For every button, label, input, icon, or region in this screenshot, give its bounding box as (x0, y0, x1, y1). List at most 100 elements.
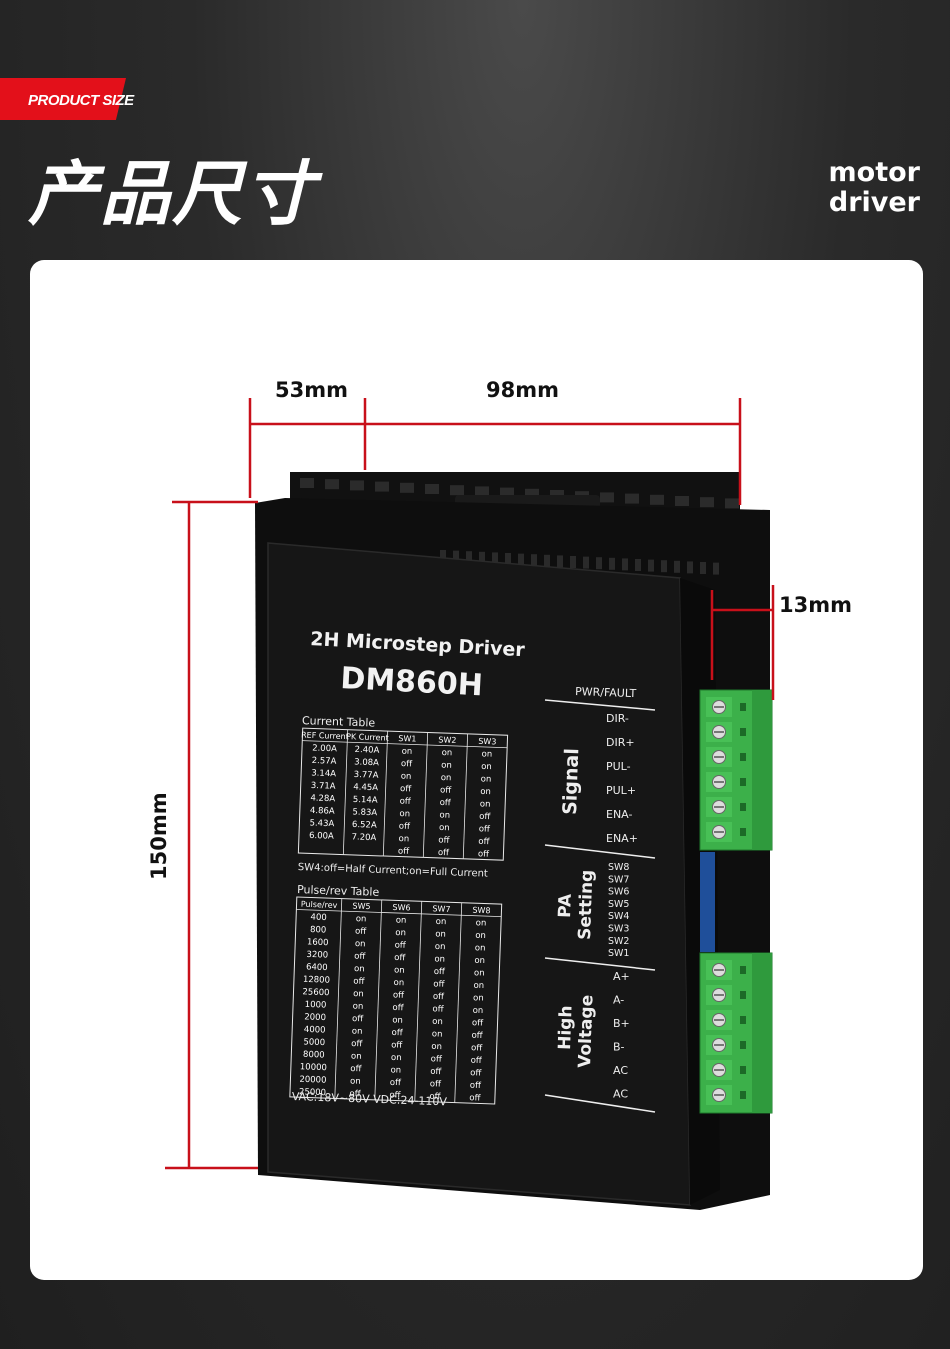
table-cell: off (399, 822, 412, 832)
table-cell: on (473, 981, 484, 991)
table-cell: on (476, 918, 487, 928)
voltage-label: Voltage (575, 994, 598, 1068)
setting-label: Setting (575, 869, 597, 940)
product-size-label: PRODUCT SIZE (28, 92, 134, 109)
table-header-cell: SW1 (398, 734, 416, 744)
vent-slot (609, 557, 615, 570)
table-cell: 400 (310, 912, 327, 923)
pwr-fault-label: PWR/FAULT (575, 685, 637, 700)
table-cell: on (351, 1051, 362, 1061)
vent-slot (661, 560, 667, 573)
table-cell: on (390, 1065, 401, 1075)
table-cell: off (478, 837, 491, 847)
table-cell: 6.52A (352, 820, 377, 831)
table-cell: on (399, 809, 410, 819)
heatsink-fin (450, 485, 464, 496)
table-cell: on (480, 787, 491, 797)
table-cell: 4.28A (310, 793, 335, 804)
vent-slot (622, 558, 628, 571)
table-cell: off (479, 824, 492, 834)
table-cell: 2000 (304, 1012, 326, 1023)
table-cell: 3.14A (311, 768, 336, 779)
table-cell: 5.83A (352, 807, 377, 818)
table-cell: 5000 (303, 1037, 325, 1048)
table-cell: on (354, 964, 365, 974)
table-cell: on (481, 774, 492, 784)
heatsink-fin (625, 493, 639, 504)
table-cell: 20000 (299, 1075, 326, 1086)
table-cell: 6.00A (309, 831, 334, 842)
vent-slot (479, 551, 485, 564)
table-cell: off (393, 990, 406, 1000)
vent-slot (674, 560, 680, 573)
table-cell: on (439, 823, 450, 833)
table-cell: off (479, 812, 492, 822)
table-cell: on (474, 956, 485, 966)
hv-pin-label: B- (613, 1041, 625, 1054)
table-cell: 1000 (305, 1000, 327, 1011)
switch-label: SW3 (608, 924, 629, 935)
table-cell: on (475, 931, 486, 941)
heatsink-fin (675, 496, 689, 506)
table-header-cell: SW3 (478, 737, 496, 747)
table-header-cell: SW7 (432, 904, 450, 914)
table-header-cell: SW2 (438, 735, 456, 745)
driver-model: DM860H (340, 661, 484, 703)
table-cell: on (441, 748, 452, 758)
table-cell: on (439, 810, 450, 820)
table-cell: 3.77A (354, 770, 379, 781)
table-cell: on (472, 1006, 483, 1016)
heatsink-fin (700, 497, 714, 508)
heatsink-fin (725, 498, 739, 509)
switch-label: SW5 (608, 899, 629, 910)
current-table-title: Current Table (302, 714, 376, 730)
table-cell: 1600 (307, 937, 329, 948)
table-cell: off (470, 1081, 483, 1091)
table-cell: 25600 (302, 987, 329, 998)
table-cell: off (400, 784, 413, 794)
vent-slot (518, 553, 524, 566)
vent-slot (687, 561, 693, 574)
dimension-lines (165, 398, 775, 1170)
signal-pin-label: ENA+ (606, 832, 638, 845)
product-size-tag (0, 78, 126, 120)
heatsink-fin (650, 494, 664, 505)
hv-pin-label: A+ (613, 970, 630, 983)
table-cell: off (354, 952, 367, 962)
table-header-cell: SW6 (392, 903, 410, 913)
table-cell: on (398, 834, 409, 844)
table-cell: 3.08A (354, 757, 379, 768)
switch-label: SW7 (608, 874, 629, 885)
table-cell: on (436, 917, 447, 927)
table-cell: off (440, 785, 453, 795)
table-cell: 8000 (303, 1050, 325, 1061)
table-cell: on (474, 968, 485, 978)
table-cell: off (429, 1092, 442, 1102)
table-cell: off (431, 1054, 444, 1064)
product-category: motor driver (829, 158, 920, 218)
heatsink-fin (475, 486, 489, 497)
table-cell: on (432, 1029, 443, 1039)
dip-switch-board (700, 852, 715, 952)
table-cell: on (401, 747, 412, 757)
power-note: VAC:18V~80V VDC:24-110V (292, 1090, 448, 1108)
signal-pin-label: PUL- (606, 760, 631, 773)
table-cell: 6400 (306, 962, 328, 973)
table-cell: off (471, 1043, 484, 1053)
table-header-cell: PK Current (346, 732, 389, 742)
table-cell: on (434, 954, 445, 964)
table-cell: off (394, 953, 407, 963)
heatsink-fin (525, 488, 539, 499)
table-cell: on (353, 1002, 364, 1012)
table-cell: off (469, 1093, 482, 1103)
switch-label: SW8 (608, 862, 629, 873)
table-cell: 12800 (303, 975, 330, 986)
category-line-2: driver (828, 187, 920, 218)
switch-label: SW6 (608, 887, 629, 898)
table-header-cell: SW5 (352, 901, 370, 911)
table-cell: on (394, 965, 405, 975)
table-cell: off (353, 977, 366, 987)
vent-slot (648, 559, 654, 572)
table-cell: off (433, 979, 446, 989)
vent-slot (492, 552, 498, 565)
